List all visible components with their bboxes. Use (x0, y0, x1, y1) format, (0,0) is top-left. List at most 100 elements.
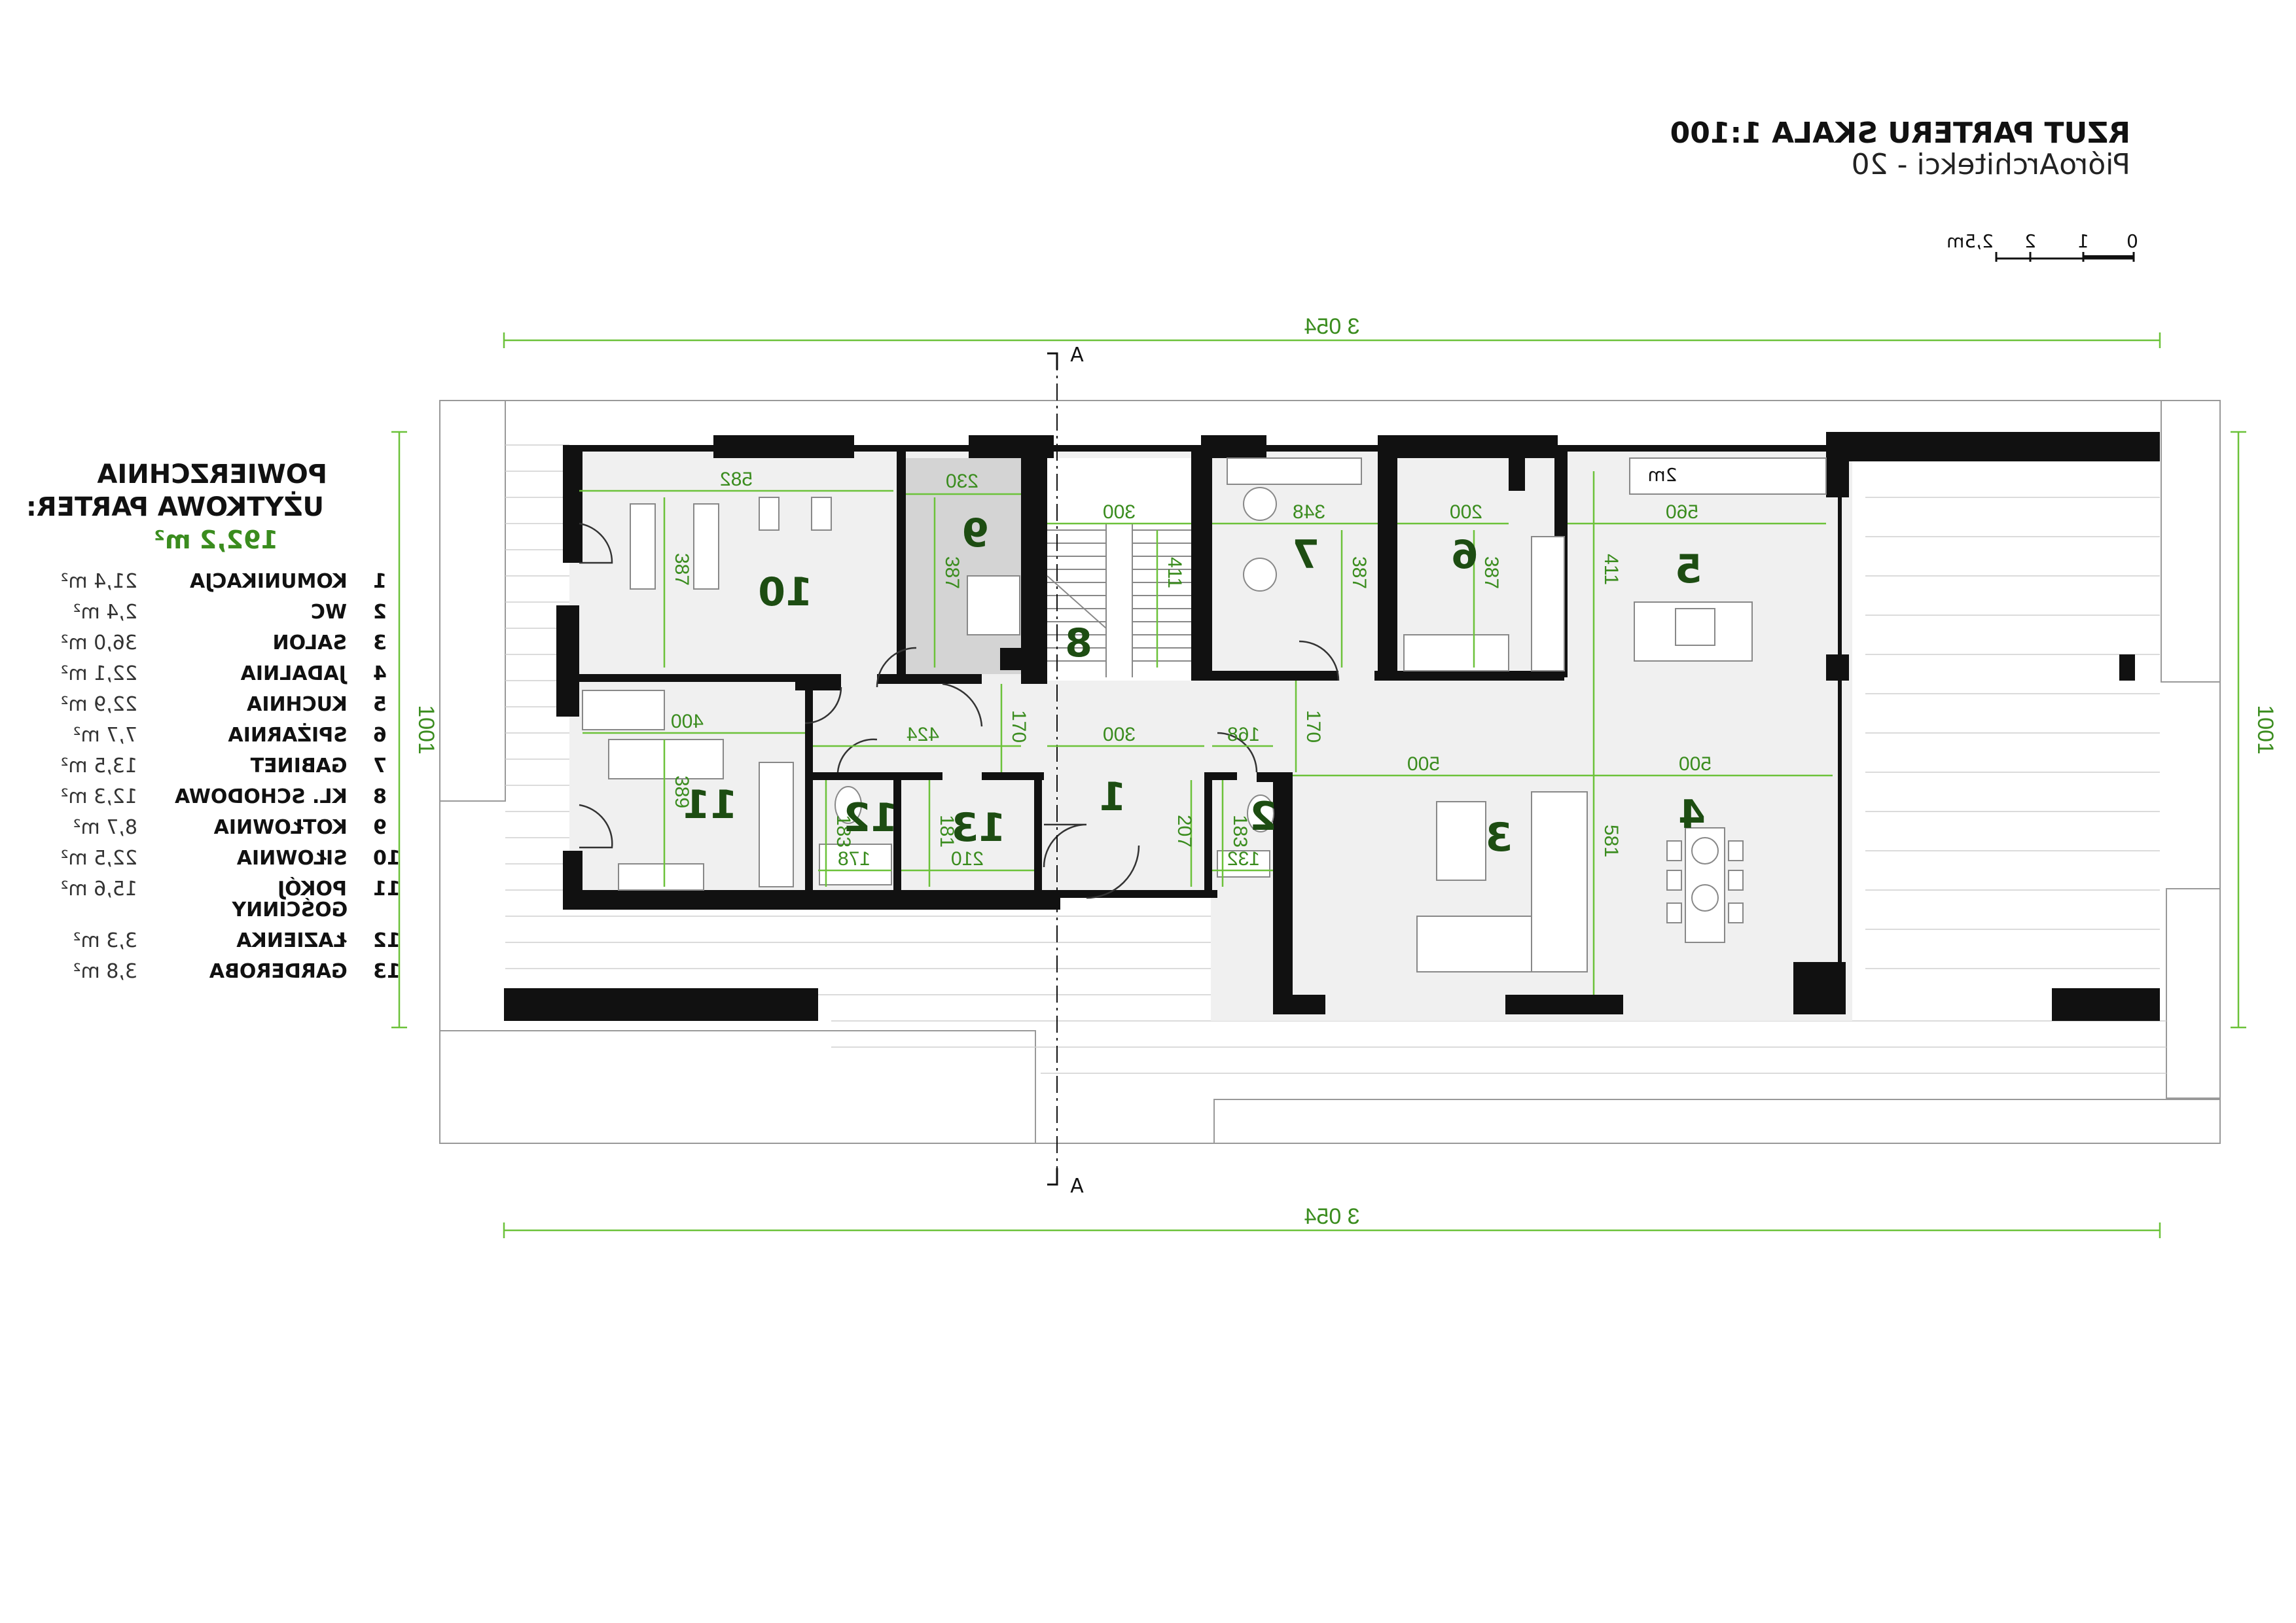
dim-170-wc: 170 (1302, 710, 1324, 743)
legend-num-8: 8 (373, 785, 387, 808)
plan-title: RZUT PARTERU SKALA 1:100 (1670, 116, 2130, 150)
legend-num-6: 6 (373, 724, 387, 747)
dim-581: 581 (1600, 825, 1622, 857)
room-number-7: 7 (1292, 532, 1319, 578)
room-number-6: 6 (1451, 532, 1479, 578)
room-number-3: 3 (1485, 815, 1513, 861)
legend-name-8: KL. SCHODOWA (174, 785, 348, 808)
dim-210: 210 (951, 848, 984, 870)
room-number-10: 10 (758, 569, 813, 615)
overall-depth-right: 1001 (2253, 705, 2278, 755)
legend-num-3: 3 (373, 632, 387, 654)
legend-area-7: 13,5 m² (60, 755, 137, 777)
legend-num-11: 11 (373, 878, 401, 901)
scale-label-2-5m: 2,5m (1946, 230, 1994, 252)
legend-area-10: 22,5 m² (60, 847, 137, 870)
legend-num-10: 10 (373, 847, 401, 870)
dim-411-stairs: 411 (1164, 557, 1185, 588)
dim-400: 400 (671, 711, 704, 732)
legend-name-1: KOMUNIKACJA (189, 570, 348, 593)
legend-name-11-line2: GOŚCINNY (231, 897, 348, 921)
section-marker-top: A (1070, 344, 1084, 366)
dim-348: 348 (1293, 501, 1325, 523)
legend-num-9: 9 (373, 816, 387, 839)
doors (579, 522, 1340, 899)
terrace-decking (505, 444, 2166, 1074)
dim-582: 582 (720, 469, 753, 490)
furniture: 2m (582, 457, 2135, 972)
dim-230: 230 (946, 471, 978, 492)
staircase (1047, 524, 1191, 677)
legend-total-area: 192,2 m² (154, 526, 278, 554)
dim-207: 207 (1174, 815, 1195, 847)
legend-name-10: SIŁOWNIA (236, 847, 348, 870)
legend-name-7: GABINET (250, 755, 347, 777)
room-number-5: 5 (1675, 546, 1702, 592)
section-line-a: A A (1047, 344, 1084, 1198)
room-dimension-labels: 582 230 387 387 300 411 348 387 200 387 … (671, 469, 1712, 870)
room-number-4: 4 (1678, 792, 1706, 838)
room-numbers: 1 2 3 4 5 6 7 8 9 10 11 12 13 (683, 510, 1706, 861)
dim-387-gym: 387 (671, 553, 692, 586)
legend-name-9: KOTŁOWNIA (213, 816, 348, 839)
dim-183-wc: 183 (1229, 815, 1251, 847)
dim-168: 168 (1227, 724, 1260, 745)
legend-num-7: 7 (373, 755, 387, 777)
legend-heading-line2: UŻYTKOWA PARTER: (26, 491, 324, 522)
legend-num-2: 2 (373, 601, 387, 624)
dim-500-living: 500 (1407, 753, 1440, 775)
scale-label-1: 1 (2077, 230, 2089, 252)
dim-387-boiler: 387 (941, 556, 963, 589)
legend-num-1: 1 (373, 570, 387, 593)
legend-area-12: 3,3 m² (73, 929, 138, 952)
legend-num-4: 4 (373, 662, 387, 685)
dim-170-hall: 170 (1008, 710, 1030, 743)
legend-name-11: POKÓJ (278, 876, 347, 901)
legend-name-2: WC (311, 601, 347, 624)
room-dimensions (579, 471, 1833, 995)
dim-183: 183 (833, 815, 854, 847)
room-number-12: 12 (843, 795, 898, 841)
overall-depth-left: 1001 (414, 705, 439, 755)
overall-width-top: 3 054 (1304, 314, 1359, 339)
legend-area-8: 12,3 m² (60, 785, 137, 808)
legend-area-13: 3,8 m² (73, 960, 138, 983)
dim-500-dining: 500 (1679, 753, 1712, 775)
dim-424: 424 (906, 724, 939, 745)
legend-area-6: 7,7 m² (73, 724, 138, 747)
legend-name-12: ŁAZIENKA (236, 929, 348, 952)
scale-label-0: 0 (2126, 230, 2138, 252)
legend-name-4: JADALNIA (240, 662, 348, 685)
overall-dimension-bottom: 3 054 (503, 1204, 2161, 1238)
overall-width-bottom: 3 054 (1304, 1204, 1359, 1229)
legend-area-5: 22,9 m² (60, 693, 137, 716)
legend-heading-line1: POWIERZCHNIA (97, 459, 327, 490)
dim-132: 132 (1227, 848, 1260, 870)
room-number-8: 8 (1065, 620, 1092, 666)
legend-name-3: SALON (273, 632, 347, 654)
legend-name-6: SPIŻARNIA (228, 723, 348, 747)
legend-name-5: KUCHNIA (246, 693, 347, 716)
scale-label-2: 2 (2024, 230, 2036, 252)
room-number-2: 2 (1249, 794, 1277, 840)
section-marker-bottom: A (1070, 1175, 1084, 1198)
dim-300-stairs: 300 (1103, 501, 1136, 523)
legend-area-3: 36,0 m² (60, 632, 137, 654)
scale-bar: 0 1 2 2,5m (1946, 230, 2138, 262)
overall-dimension-left: 1001 (391, 431, 439, 1029)
legend-area-1: 21,4 m² (60, 570, 137, 593)
kitchen-note: 2m (1647, 464, 1677, 486)
boiler-unit (1000, 648, 1022, 670)
legend-name-13: GARDEROBA (209, 960, 348, 983)
room-number-11: 11 (683, 782, 738, 828)
legend-num-13: 13 (373, 960, 401, 983)
dim-181: 181 (936, 815, 958, 847)
room-number-9: 9 (961, 510, 989, 556)
dim-178: 178 (838, 848, 870, 870)
legend-num-5: 5 (373, 693, 387, 716)
legend-area-9: 8,7 m² (73, 816, 138, 839)
room-number-1: 1 (1099, 774, 1126, 820)
plan-subtitle: PióroArchitekci - 20 (1852, 148, 2130, 181)
walls (504, 432, 2160, 1021)
